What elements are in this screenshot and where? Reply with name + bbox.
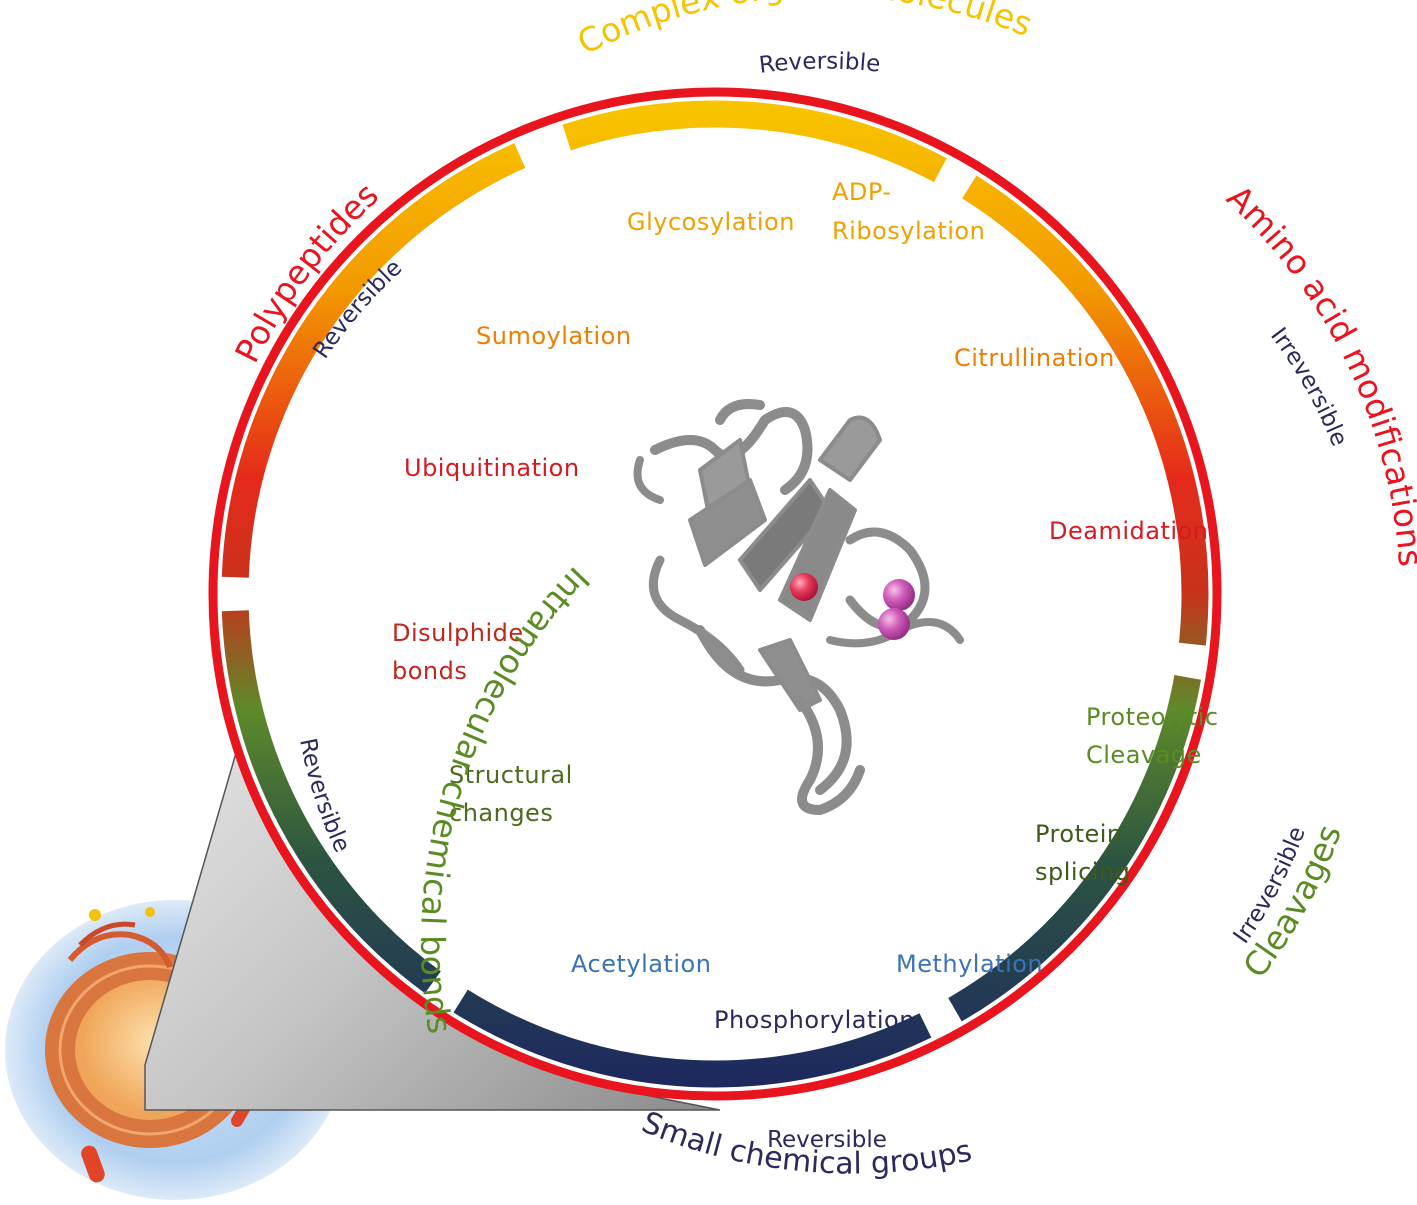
label-adp-line2: Ribosylation — [832, 217, 985, 245]
arc-intramolecular — [221, 610, 441, 994]
label-ubiquitination: Ubiquitination — [404, 454, 580, 482]
arc-cleavages — [948, 675, 1202, 1022]
label-disulphide-line1: Disulphide — [392, 619, 524, 647]
outer-ring — [208, 87, 1222, 1101]
label-sumoylation: Sumoylation — [476, 322, 632, 350]
reversibility-small: Reversible — [767, 1127, 887, 1153]
label-glycosylation: Glycosylation — [627, 208, 795, 236]
label-acetylation: Acetylation — [571, 950, 711, 978]
diagram-disc — [213, 92, 1217, 1096]
label-disulphide-line2: bonds — [392, 657, 467, 685]
label-adp-line1: ADP- — [832, 178, 892, 206]
label-citrullination: Citrullination — [954, 344, 1115, 372]
arc-polypeptides — [221, 143, 526, 578]
label-structural-line2: changes — [449, 799, 553, 827]
label-proteolytic-line1: Proteolytic — [1086, 703, 1219, 731]
metal-ion-red — [790, 573, 818, 601]
arc-small — [453, 989, 932, 1088]
arc-amino — [962, 175, 1209, 646]
arc-complex — [562, 100, 947, 183]
label-proteolytic-line2: Cleavage — [1086, 741, 1202, 769]
metal-ion-pink-2 — [878, 608, 910, 640]
label-structural-line1: Structural — [449, 761, 573, 789]
modification-labels: Glycosylation ADP- Ribosylation Sumoylat… — [392, 178, 1219, 1034]
label-splicing-line1: Protein — [1035, 820, 1123, 848]
label-splicing-line2: splicing — [1035, 858, 1130, 886]
label-deamidation: Deamidation — [1049, 517, 1208, 545]
reversibility-complex: Reversible — [758, 49, 882, 79]
category-arcs — [221, 100, 1209, 1088]
label-phosphorylation: Phosphorylation — [714, 1006, 915, 1034]
metal-ion-pink-1 — [883, 579, 915, 611]
label-methylation: Methylation — [896, 950, 1043, 978]
